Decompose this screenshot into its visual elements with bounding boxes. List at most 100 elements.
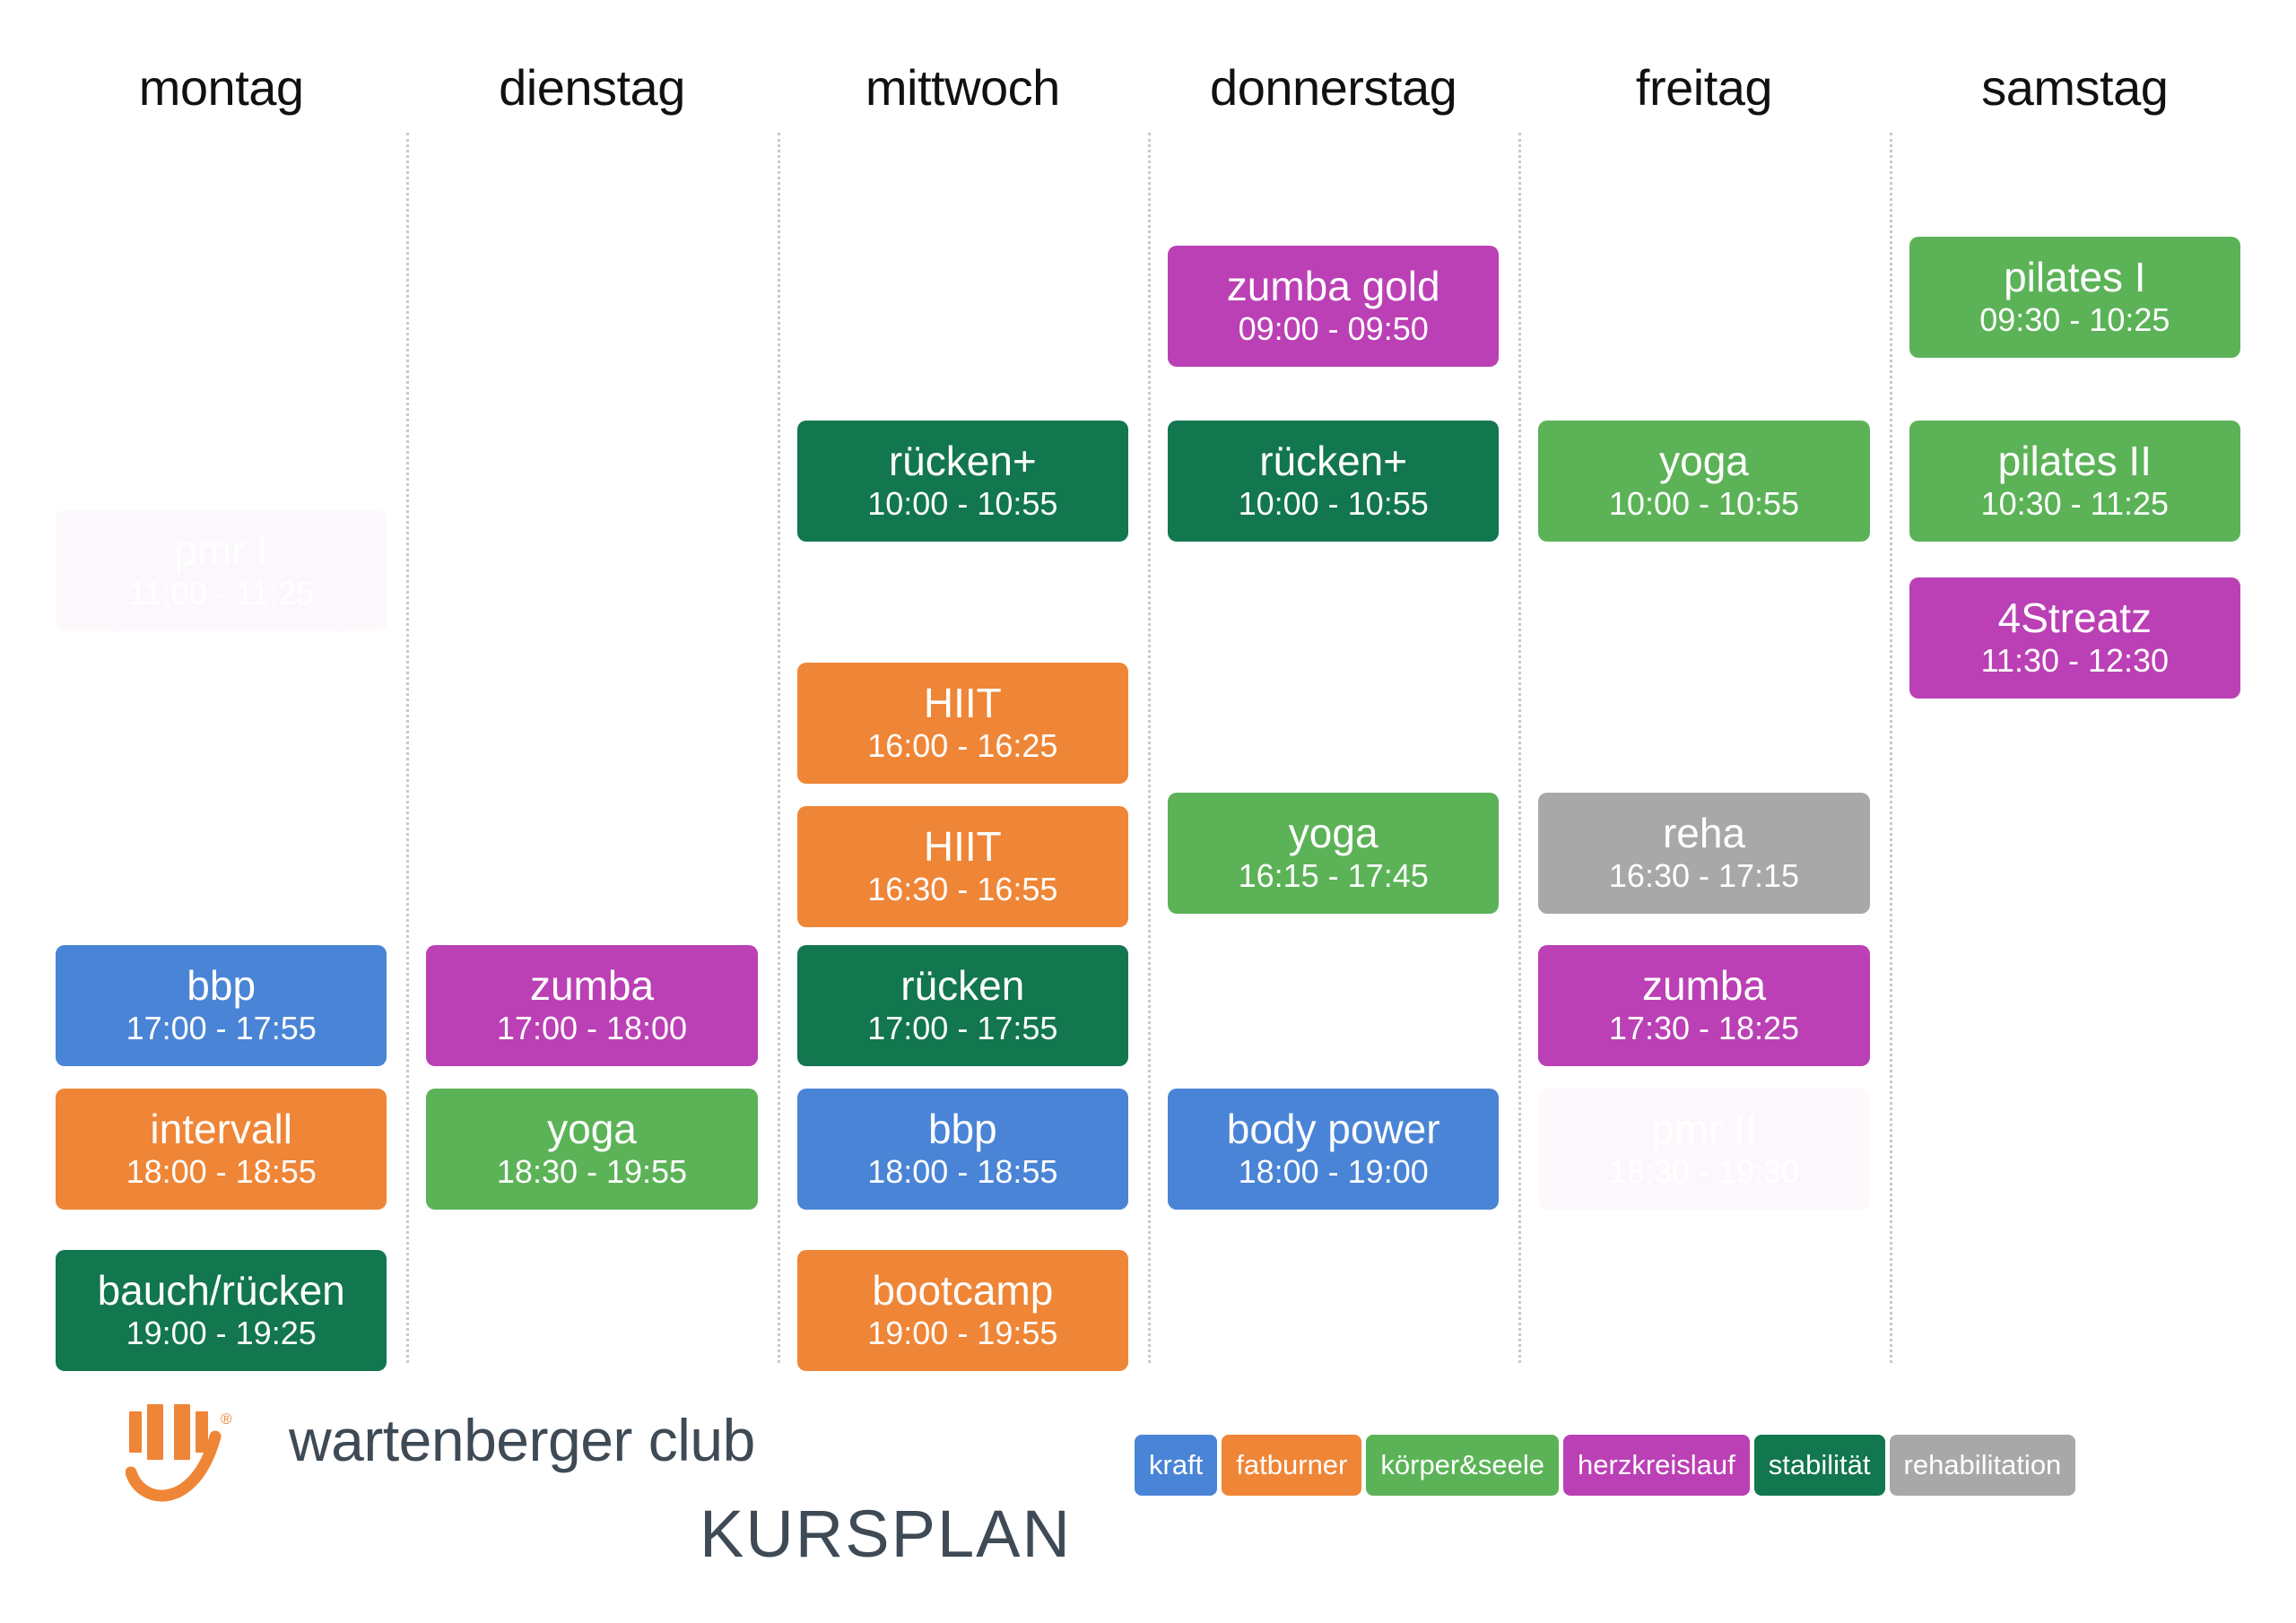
course-time: 17:00 - 17:55 <box>867 1010 1058 1047</box>
wartenberger-logo-icon: ® <box>125 1399 269 1515</box>
course-time: 10:30 - 11:25 <box>1980 485 2170 523</box>
course-time: 18:30 - 19:55 <box>496 1153 688 1191</box>
course-time: 09:30 - 10:25 <box>1979 301 2170 339</box>
course-name: bootcamp <box>872 1266 1054 1314</box>
course-name: HIIT <box>923 679 1002 726</box>
day-header-montag: montag <box>138 59 304 116</box>
course-time: 11:00 - 11:25 <box>128 574 314 612</box>
legend-item-rehabilitation[interactable]: rehabilitation <box>1889 1435 2076 1496</box>
day-header-dienstag: dienstag <box>499 59 685 116</box>
course-time: 11:30 - 12:30 <box>1980 642 2170 680</box>
svg-text:®: ® <box>221 1410 232 1428</box>
course-name: 4Streatz <box>1997 594 2152 641</box>
course-name: body power <box>1226 1105 1440 1152</box>
course-name: pmr II <box>1651 1107 1757 1151</box>
course-name: bbp <box>927 1105 997 1152</box>
legend-item-herzkreislauf[interactable]: herzkreislauf <box>1563 1435 1750 1496</box>
legend-item-stabilitaet[interactable]: stabilität <box>1753 1435 1885 1496</box>
course-block[interactable]: rücken+10:00 - 10:55 <box>1168 421 1500 542</box>
schedule-grid: montagpmr I11:00 - 11:25bbp17:00 - 17:55… <box>36 59 2260 1371</box>
brand-name: wartenberger club <box>289 1407 755 1473</box>
brand-lockup: ® wartenberger club <box>125 1399 755 1515</box>
course-time: 19:00 - 19:55 <box>867 1315 1058 1352</box>
course-time: 09:00 - 09:50 <box>1238 310 1429 348</box>
course-time: 10:00 - 10:55 <box>1238 485 1429 523</box>
course-time: 17:00 - 17:55 <box>126 1010 317 1047</box>
course-time: 16:15 - 17:45 <box>1238 857 1429 895</box>
course-time: 18:30 - 19:30 <box>1609 1152 1799 1191</box>
page-title: KURSPLAN <box>700 1497 1072 1571</box>
day-header-samstag: samstag <box>1981 59 2169 116</box>
day-header-freitag: freitag <box>1635 59 1773 116</box>
course-time: 16:00 - 16:25 <box>867 727 1058 765</box>
course-name: rücken+ <box>1259 437 1408 484</box>
course-time: 17:00 - 18:00 <box>496 1010 688 1047</box>
legend-item-koerperseele[interactable]: körper&seele <box>1366 1435 1560 1496</box>
course-time: 16:30 - 17:15 <box>1608 857 1800 895</box>
day-header-mittwoch: mittwoch <box>865 59 1060 116</box>
course-name: yoga <box>1288 809 1378 856</box>
course-name: bbp <box>187 961 257 1009</box>
day-header-donnerstag: donnerstag <box>1210 59 1457 116</box>
legend-item-kraft[interactable]: kraft <box>1135 1435 1218 1496</box>
course-name: rücken <box>900 961 1025 1009</box>
course-time: 10:00 - 10:55 <box>1608 485 1800 523</box>
course-name: pilates II <box>1997 437 2152 484</box>
footer: ® wartenberger club KURSPLAN <box>0 1381 2296 1623</box>
course-block[interactable]: rücken+10:00 - 10:55 <box>796 421 1128 542</box>
course-name: reha <box>1662 809 1746 856</box>
course-block[interactable]: pmr I11:00 - 11:25 <box>56 510 387 631</box>
course-name: pilates I <box>2004 253 2146 300</box>
course-time: 16:30 - 16:55 <box>867 871 1058 908</box>
legend-item-fatburner[interactable]: fatburner <box>1222 1435 1362 1496</box>
course-name: intervall <box>150 1105 292 1152</box>
course-name: pmr I <box>174 529 268 573</box>
course-time: 18:00 - 18:55 <box>126 1153 317 1191</box>
course-name: yoga <box>547 1105 637 1152</box>
course-time: 19:00 - 19:25 <box>126 1315 317 1352</box>
course-time: 18:00 - 19:00 <box>1238 1153 1429 1191</box>
course-name: rücken+ <box>888 437 1037 484</box>
course-name: zumba gold <box>1226 262 1440 309</box>
course-name: HIIT <box>923 822 1002 870</box>
course-time: 18:00 - 18:55 <box>867 1153 1058 1191</box>
course-time: 17:30 - 18:25 <box>1608 1010 1800 1047</box>
course-block[interactable]: pmr II18:30 - 19:30 <box>1538 1089 1869 1210</box>
course-name: zumba <box>529 961 655 1009</box>
course-time: 10:00 - 10:55 <box>867 485 1058 523</box>
course-name: yoga <box>1659 437 1749 484</box>
course-name: zumba <box>1641 961 1767 1009</box>
